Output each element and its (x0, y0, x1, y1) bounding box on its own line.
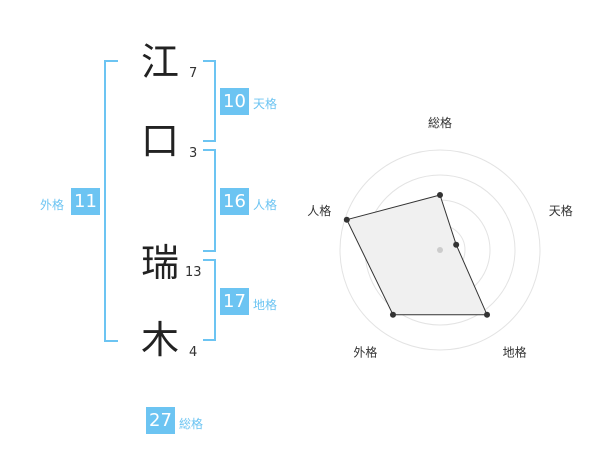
radar-axis-label-0: 総格 (428, 115, 452, 130)
tenkaku-label: 天格 (253, 97, 278, 111)
radar-point-0 (437, 192, 443, 198)
stroke-count-4: 4 (189, 345, 198, 360)
stroke-count-1: 7 (189, 66, 198, 81)
jinkaku-label: 人格 (253, 198, 278, 212)
radar-axis-label-1: 天格 (549, 203, 573, 218)
chikaku-bracket (203, 259, 216, 341)
radar-point-2 (484, 311, 491, 318)
tenkaku-value: 10 (220, 88, 249, 115)
radar-axis-label-3: 外格 (353, 345, 377, 360)
radar-data-area (346, 194, 488, 316)
name-char-4: 木 (140, 318, 179, 362)
radar-point-1 (453, 241, 460, 248)
name-char-3: 瑞 (140, 241, 179, 285)
radar-center-dot (437, 247, 443, 253)
radar-point-4 (343, 216, 350, 223)
stroke-count-2: 3 (189, 146, 198, 161)
gaikaku-label: 外格 (40, 198, 65, 212)
soukaku-value: 27 (146, 407, 175, 434)
name-char-1: 江 (140, 40, 179, 84)
name-char-2: 口 (140, 119, 179, 163)
jinkaku-value: 16 (220, 188, 249, 215)
chikaku-value: 17 (220, 288, 249, 315)
jinkaku-bracket (203, 149, 216, 252)
tenkaku-bracket (203, 60, 216, 142)
stroke-count-3: 13 (185, 265, 202, 280)
soukaku-label: 総格 (179, 417, 204, 431)
radar-point-3 (389, 311, 396, 318)
radar-ring-4 (339, 149, 541, 351)
radar-axis-label-2: 地格 (503, 345, 527, 360)
radar-axis-label-4: 人格 (307, 203, 331, 218)
gaikaku-value: 11 (71, 188, 100, 215)
gaikaku-bracket (104, 60, 118, 342)
chikaku-label: 地格 (253, 298, 278, 312)
